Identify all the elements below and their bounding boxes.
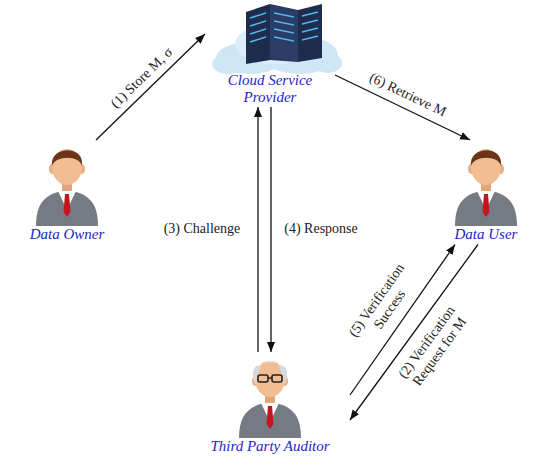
edge-label: (3) Challenge [162, 221, 243, 237]
edge-label: (4) Response [282, 221, 360, 237]
arrow-connector [270, 107, 271, 352]
actor-node: Data Owner [18, 140, 116, 245]
node-label: Third Party Auditor [190, 438, 350, 455]
actor-node: Data User [440, 140, 532, 245]
edge-label: (1) Store M, σ [106, 43, 177, 113]
auditor-node: Third Party Auditor [190, 352, 350, 457]
node-label: Cloud Service Provider [213, 72, 328, 105]
cloud-server-icon [212, 4, 342, 74]
edge-label: (2) Verification Request for M [388, 294, 478, 401]
auditor-icon [239, 361, 301, 438]
arrow-connector [96, 34, 205, 140]
person-icon [455, 149, 517, 226]
node-label: Data Owner [18, 226, 116, 243]
node-label: Data User [440, 226, 532, 243]
edge-label: (5) Verification Success [339, 251, 428, 359]
arrow-connector [257, 107, 258, 352]
cloud-provider-node: Cloud Service Provider [205, 0, 335, 107]
person-icon [36, 149, 98, 226]
